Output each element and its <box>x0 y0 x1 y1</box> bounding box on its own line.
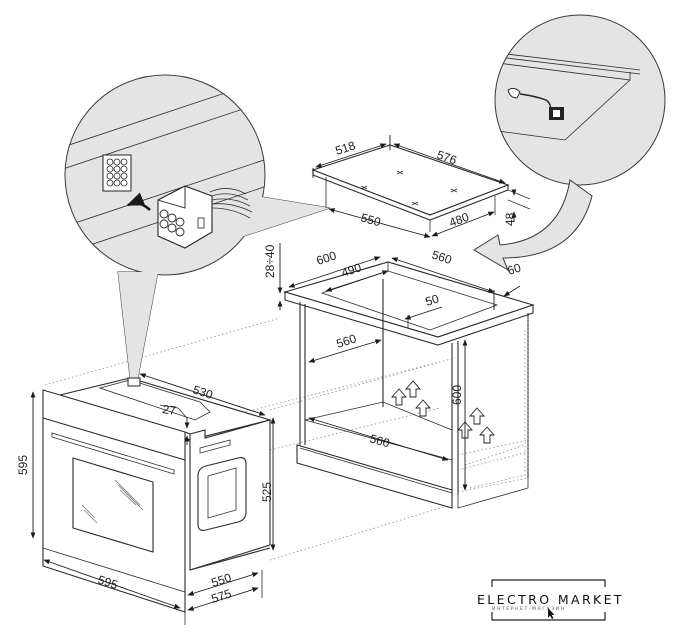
oven-window <box>72 457 154 553</box>
cabinet-dim-60: 60 <box>506 260 523 278</box>
cabinet-dim-560-width: 560 <box>368 431 391 450</box>
hob-dim-480: 480 <box>447 210 471 230</box>
cabinet-dim-50: 50 <box>424 291 441 309</box>
oven-dim-595-width: 595 <box>96 573 120 593</box>
insert-arrow-icon <box>126 192 151 211</box>
oven-dim-575: 575 <box>210 586 234 606</box>
big-curved-arrow-icon <box>473 179 593 272</box>
oven-dim-27: 27 <box>162 402 177 418</box>
cabinet-dim-490: 490 <box>340 260 364 280</box>
connector-detail-callout <box>64 74 331 405</box>
brand-tagline: ИНТЕРНЕТ-МАГАЗИН <box>492 606 566 612</box>
hob-dim-550: 550 <box>359 210 382 229</box>
oven-dim-550: 550 <box>210 570 234 590</box>
oven-connector-icon <box>127 377 141 387</box>
hob: 518 576 550 480 48 <box>311 135 531 238</box>
plug-connector-icon <box>157 185 253 249</box>
hob-dim-518: 518 <box>334 138 358 158</box>
cabinet-dim-600: 600 <box>315 248 339 268</box>
oven-dim-530: 530 <box>191 383 215 403</box>
cabinet: 28÷40 600 490 560 60 50 560 560 600 <box>263 243 535 509</box>
worktop-thickness-label: 28÷40 <box>263 244 277 278</box>
hob-cable-detail-callout <box>473 14 666 272</box>
cable-plug-icon <box>507 87 564 120</box>
electro-market-logo: ELECTRO MARKET ИНТЕРНЕТ-МАГАЗИН <box>477 579 624 621</box>
oven-handle <box>51 432 175 475</box>
cabinet-dim-560-depth: 560 <box>335 331 359 351</box>
hob-dim-576: 576 <box>435 148 459 168</box>
brand-name: ELECTRO MARKET <box>477 592 624 607</box>
cabinet-dim-600-height: 600 <box>450 385 464 405</box>
cursor-icon <box>548 608 555 619</box>
hob-cable-detail-circle <box>494 14 666 186</box>
oven-dim-525: 525 <box>260 482 274 502</box>
oven-dim-595-height: 595 <box>16 455 30 475</box>
ventilation-arrows-icon <box>391 380 495 444</box>
hob-dim-48: 48 <box>503 212 517 226</box>
cabinet-dim-560-cutout: 560 <box>430 248 454 268</box>
glass-glare <box>81 479 144 524</box>
connector-detail-circle <box>64 74 266 276</box>
socket-icon <box>102 154 132 192</box>
oven-side-vent <box>197 457 247 531</box>
oven: 530 27 595 595 525 550 575 <box>16 373 276 625</box>
